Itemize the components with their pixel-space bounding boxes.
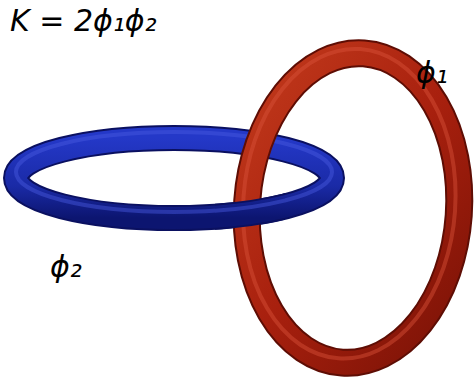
blue-torus: [16, 132, 332, 218]
flux-label: ϕ₂: [50, 252, 82, 282]
linking-formula: K = 2ϕ₁ϕ₂: [10, 6, 157, 36]
blue-torus-front: [215, 190, 285, 218]
flux-label: ϕ₁: [416, 58, 448, 88]
